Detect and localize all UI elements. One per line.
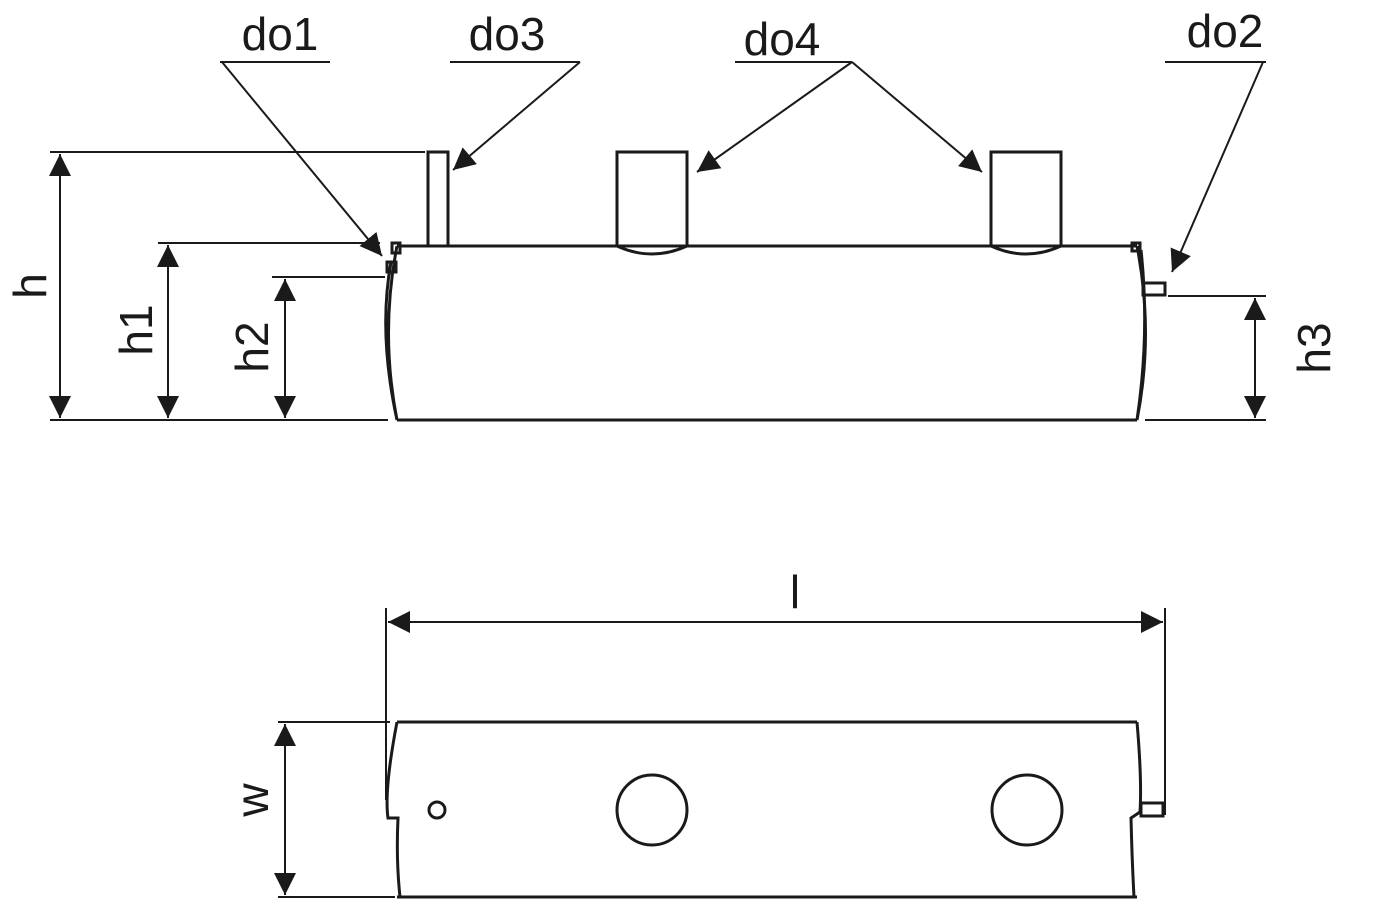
flange-do1 <box>390 241 402 255</box>
nozzle-do3 <box>426 150 450 248</box>
label-h2: h2 <box>226 321 278 372</box>
opening-do4-left <box>615 773 689 847</box>
extension-lines-plan <box>278 608 1166 898</box>
label-do2: do2 <box>1187 5 1264 57</box>
label-do3: do3 <box>469 8 546 60</box>
label-h1: h1 <box>110 304 162 355</box>
leader-do4-left <box>696 61 853 173</box>
label-do1: do1 <box>242 8 319 60</box>
extension-lines <box>50 151 1266 421</box>
label-h: h <box>4 273 56 299</box>
opening-do4-right <box>990 773 1064 847</box>
opening-do1 <box>427 800 447 820</box>
nozzle-do4-right <box>989 150 1063 256</box>
leader-do4-right <box>851 61 983 173</box>
side-view: h h1 h2 h3 do1 do3 do4 do2 <box>4 5 1340 422</box>
leader-do2 <box>1170 61 1264 273</box>
label-w: w <box>226 783 278 818</box>
flange-right-top <box>1130 241 1142 253</box>
tank-body-plan <box>385 720 1143 899</box>
nozzle-do2-plan <box>1139 801 1165 818</box>
plan-view: l w <box>226 566 1166 899</box>
nozzle-do2 <box>1141 281 1167 297</box>
tank-body-side <box>384 244 1147 422</box>
label-l: l <box>790 566 800 618</box>
leader-do1 <box>221 61 383 257</box>
label-h3: h3 <box>1288 322 1340 373</box>
leader-do3 <box>452 61 581 171</box>
flange-do1-lower <box>385 260 398 274</box>
nozzle-do4-left <box>615 150 689 256</box>
label-do4: do4 <box>744 13 821 65</box>
